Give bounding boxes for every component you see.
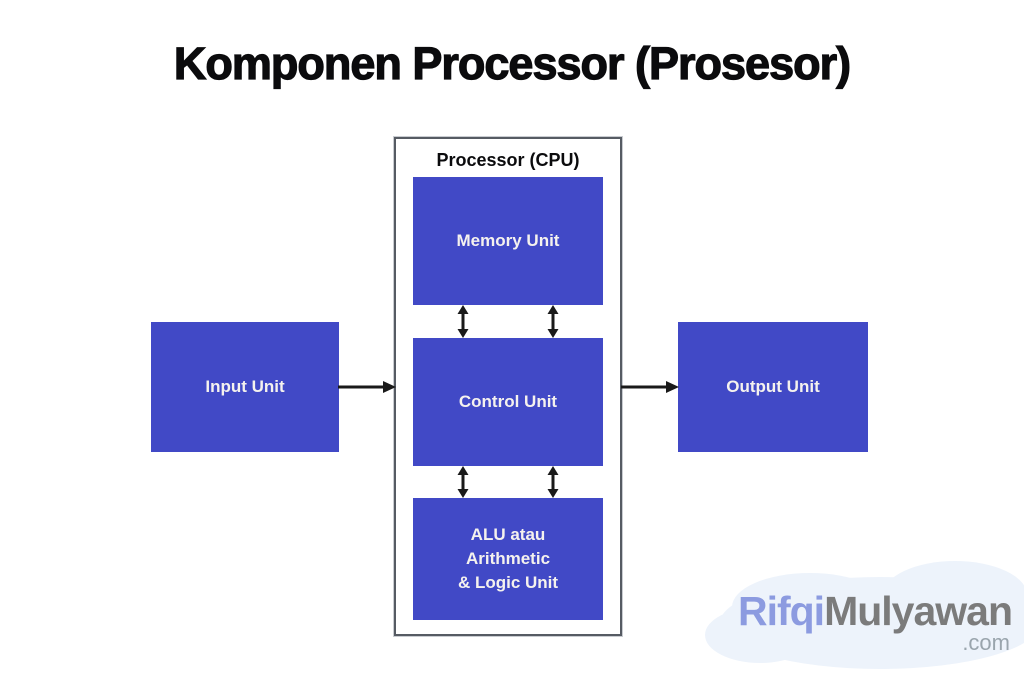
- output-unit-label: Output Unit: [726, 377, 820, 396]
- arrow-memory-control-left-icon: [457, 305, 469, 338]
- arrow-control-alu-right-icon: [547, 466, 559, 498]
- memory-unit-label: Memory Unit: [456, 231, 560, 250]
- page-title: Komponen Processor (Prosesor): [173, 37, 851, 89]
- processor-cpu-label: Processor (CPU): [436, 150, 580, 170]
- control-unit-block: Control Unit: [413, 338, 603, 466]
- arrow-control-alu-left-icon: [457, 466, 469, 498]
- watermark-cloud-shape: [705, 561, 1024, 669]
- input-unit-block: Input Unit: [151, 322, 339, 452]
- control-unit-label: Control Unit: [458, 392, 558, 411]
- watermark-brand: RifqiMulyawan: [737, 588, 1013, 635]
- arrow-memory-control-right-icon: [547, 305, 559, 338]
- memory-unit-block: Memory Unit: [413, 177, 603, 305]
- watermark-tld: .com: [962, 630, 1010, 655]
- alu-block: ALU atau Arithmetic & Logic Unit: [413, 498, 603, 620]
- watermark-brand-first: Rifqi: [737, 588, 825, 634]
- input-unit-label: Input Unit: [205, 377, 285, 396]
- watermark-brand-second: Mulyawan: [824, 588, 1013, 634]
- arrow-input-to-cpu-icon: [338, 381, 396, 393]
- output-unit-block: Output Unit: [678, 322, 868, 452]
- arrow-cpu-to-output-icon: [621, 381, 679, 393]
- alu-label: ALU atau Arithmetic & Logic Unit: [457, 525, 559, 592]
